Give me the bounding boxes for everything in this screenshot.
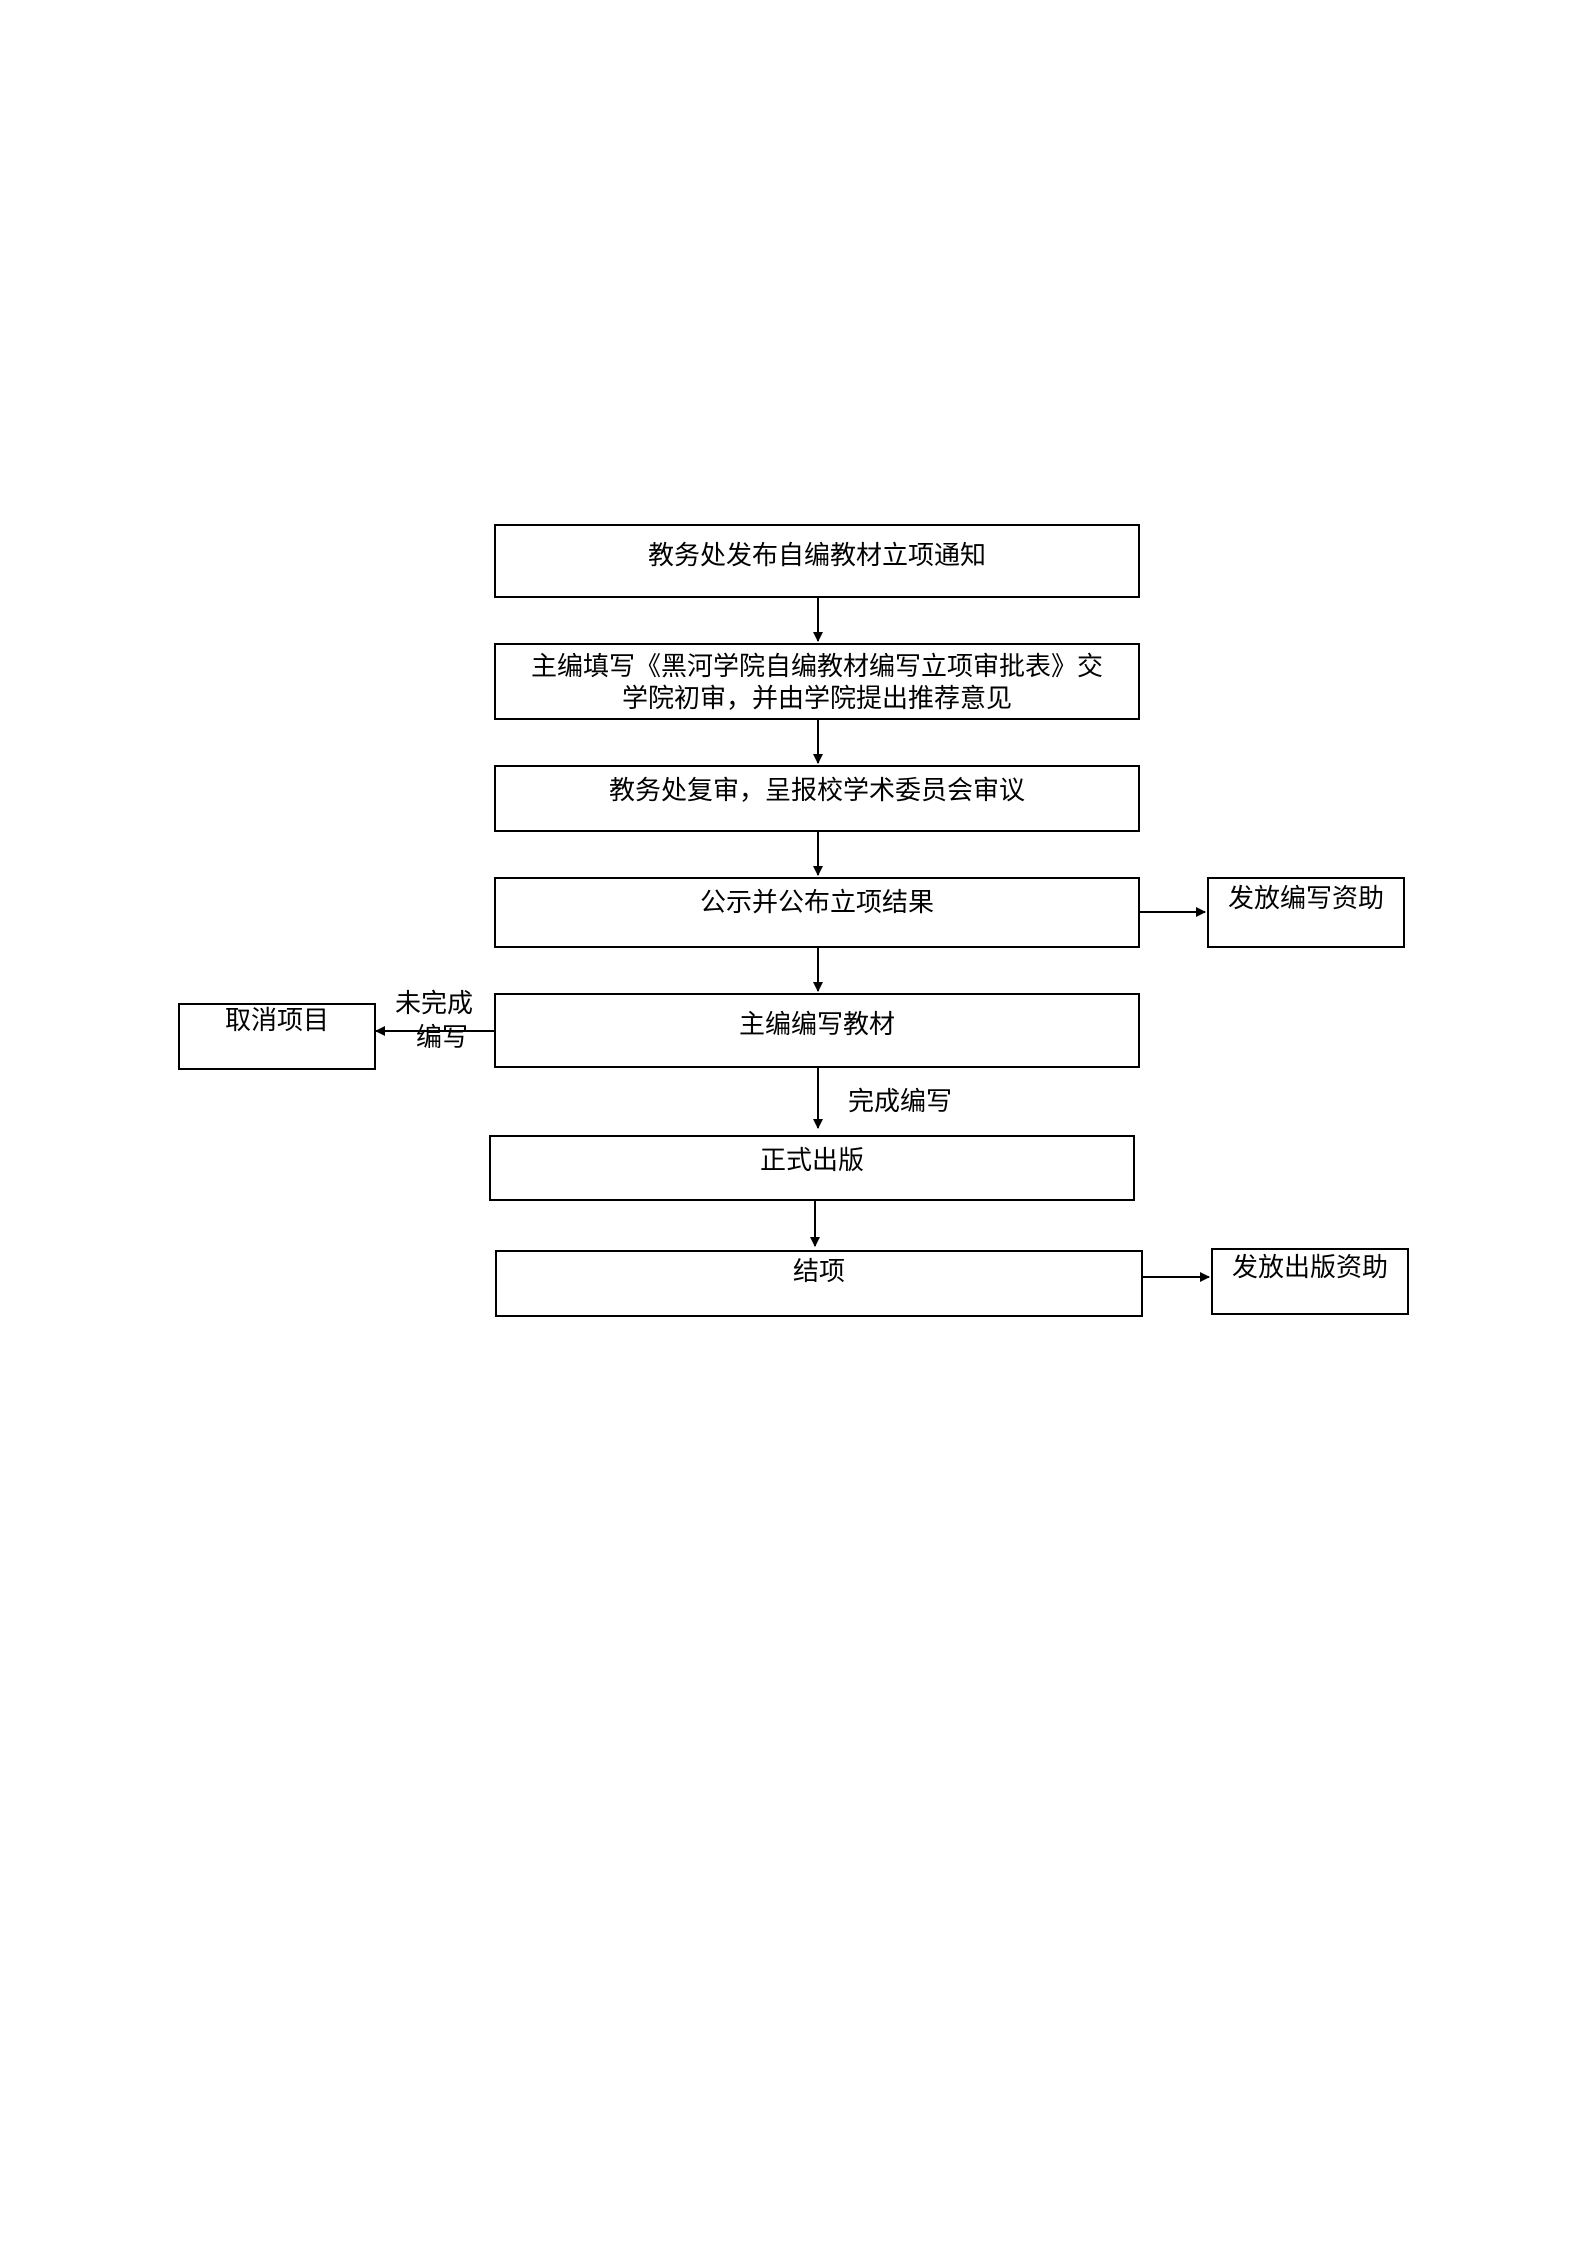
step-conclude-label: 结项 <box>792 1257 845 1287</box>
step-apply: 主编填写《黑河学院自编教材编写立项审批表》交 学院初审，并由学院提出推荐意见 <box>494 643 1140 720</box>
step-publish: 正式出版 <box>489 1135 1135 1201</box>
edge-label-complete: 完成编写 <box>848 1087 953 1117</box>
publishing-funding-label: 发放出版资助 <box>1231 1253 1388 1283</box>
step-notice-label: 教务处发布自编教材立项通知 <box>647 541 986 571</box>
step-notice: 教务处发布自编教材立项通知 <box>494 524 1140 598</box>
publishing-funding-box: 发放出版资助 <box>1211 1248 1409 1315</box>
step-conclude: 结项 <box>495 1250 1143 1317</box>
edge-label-incomplete: 未完成 编写 <box>395 987 473 1055</box>
edge-label-incomplete-line1: 未完成 <box>395 989 474 1019</box>
step-review-label: 教务处复审，呈报校学术委员会审议 <box>608 776 1025 806</box>
step-apply-label-line1: 主编填写《黑河学院自编教材编写立项审批表》交 <box>530 652 1103 682</box>
edge-label-incomplete-line2: 编写 <box>416 1023 469 1053</box>
writing-funding-box: 发放编写资助 <box>1207 877 1405 948</box>
step-apply-label-line2: 学院初审，并由学院提出推荐意见 <box>621 684 1012 714</box>
step-publicize: 公示并公布立项结果 <box>494 877 1140 948</box>
step-write-label: 主编编写教材 <box>738 1010 895 1040</box>
step-write: 主编编写教材 <box>494 993 1140 1068</box>
writing-funding-label: 发放编写资助 <box>1227 884 1384 914</box>
cancel-project-box: 取消项目 <box>178 1003 376 1070</box>
step-publicize-label: 公示并公布立项结果 <box>699 888 934 918</box>
step-review: 教务处复审，呈报校学术委员会审议 <box>494 765 1140 832</box>
step-publish-label: 正式出版 <box>759 1146 864 1176</box>
cancel-project-label: 取消项目 <box>224 1006 329 1036</box>
